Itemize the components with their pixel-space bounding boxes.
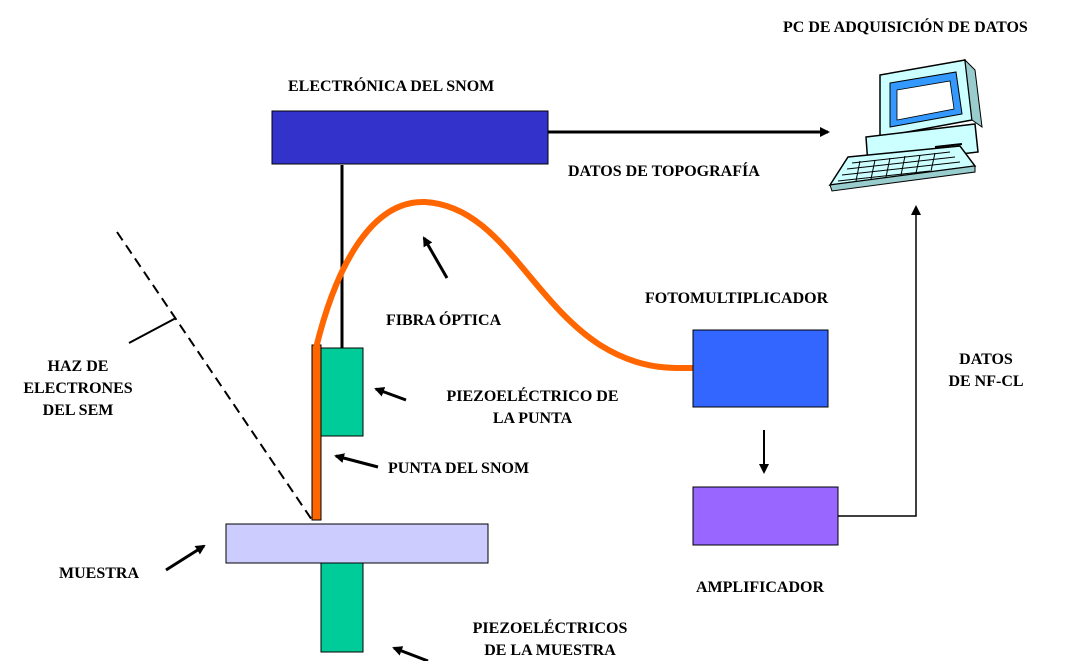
snom-tip-label: PUNTA DEL SNOM (388, 460, 530, 477)
keyboard-front (829, 165, 976, 192)
desktop-computer-icon (828, 58, 983, 192)
nfcl-data-label: DATOS DE NF-CL (936, 349, 1036, 393)
sample-piezo-line-1: PIEZOELÉCTRICOS (472, 620, 628, 637)
photomultiplier-label: FOTOMULTIPLICADOR (645, 290, 829, 307)
sample-plate (225, 523, 489, 564)
amplifier-label: AMPLIFICADOR (696, 579, 824, 596)
nfcl-data-line (838, 205, 921, 517)
tip-piezo-pointer-arrow (374, 387, 407, 402)
snom-tip (311, 344, 322, 521)
keyboard-keys (837, 151, 961, 182)
photomultiplier-box (692, 329, 829, 408)
pc-label: PC DE ADQUISICIÓN DE DATOS (783, 19, 1028, 36)
optical-fiber-label: FIBRA ÓPTICA (386, 312, 502, 329)
sample-piezo-label: PIEZOELÉCTRICOS DE LA MUESTRA (455, 618, 645, 662)
tip-piezo-line-1: PIEZOELÉCTRICO DE (446, 388, 619, 405)
electron-beam-line (116, 231, 313, 521)
snom-electronics-label: ELECTRÓNICA DEL SNOM (288, 78, 495, 95)
topography-data-label: DATOS DE TOPOGRAFÍA (568, 163, 760, 180)
optical-fiber-pointer-arrow (422, 236, 449, 279)
optical-fiber (313, 198, 696, 372)
monitor-side (964, 58, 983, 129)
snom-electronics-box (271, 110, 549, 165)
tip-piezo-line-2: LA PUNTA (492, 410, 573, 427)
sample-label: MUESTRA (59, 565, 140, 582)
drive-slot (934, 143, 963, 148)
sample-pointer-arrow (165, 544, 206, 572)
electron-beam-label: HAZ DE ELECTRONES DEL SEM (18, 356, 138, 422)
sample-piezo-block (320, 562, 364, 653)
electron-beam-pointer (128, 317, 177, 344)
tip-piezo-block (320, 347, 364, 437)
electron-beam-line-3: DEL SEM (42, 402, 114, 419)
sample-piezo-line-2: DE LA MUESTRA (484, 642, 616, 659)
amplifier-box (692, 486, 839, 546)
snom-tip-pointer-arrow (334, 453, 379, 469)
monitor-screen-inner (896, 80, 955, 121)
nfcl-data-line-1: DATOS (959, 351, 1013, 368)
electron-beam-line-1: HAZ DE (47, 358, 109, 375)
sample-piezo-pointer-arrow (392, 646, 429, 661)
nfcl-data-line-2: DE NF-CL (948, 373, 1024, 390)
electron-beam-line-2: ELECTRONES (23, 380, 133, 397)
tip-piezo-label: PIEZOELÉCTRICO DE LA PUNTA (420, 386, 645, 430)
